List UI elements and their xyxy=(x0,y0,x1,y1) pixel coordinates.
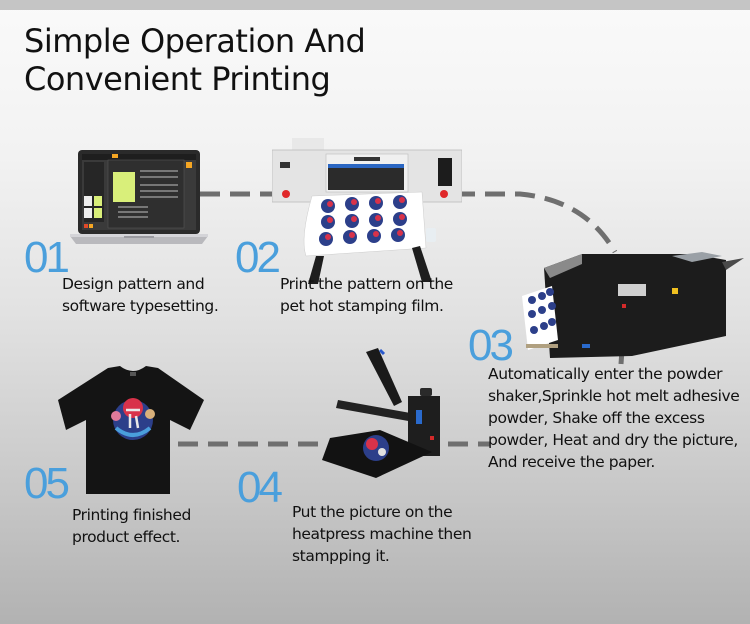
step-01-number: 01 xyxy=(24,233,70,282)
step-05-description: Printing finished product effect. xyxy=(72,506,191,546)
dtf-printer-image xyxy=(272,138,462,284)
step-04-number: 04 xyxy=(237,463,283,512)
step-04-description: Put the picture on the heatpress machine… xyxy=(292,503,472,565)
step-03-description: Automatically enter the powder shaker,Sp… xyxy=(488,365,740,471)
step-05-number: 05 xyxy=(24,459,70,508)
title-line-1: Simple Operation And xyxy=(24,22,366,60)
step-02-description: Print the pattern on the pet hot stampin… xyxy=(280,275,453,315)
step-02-number: 02 xyxy=(235,233,281,282)
top-bar xyxy=(0,0,750,10)
step-03-number: 03 xyxy=(468,321,514,370)
title-line-2: Convenient Printing xyxy=(24,60,331,98)
powder-shaker-machine-image xyxy=(522,252,744,358)
heat-press-machine-image xyxy=(322,348,440,478)
step-01-description: Design pattern and software typesetting. xyxy=(62,275,219,315)
laptop-software-image xyxy=(70,150,208,244)
printed-tshirt-image xyxy=(58,366,204,494)
page-title: Simple Operation And Convenient Printing xyxy=(24,22,366,98)
